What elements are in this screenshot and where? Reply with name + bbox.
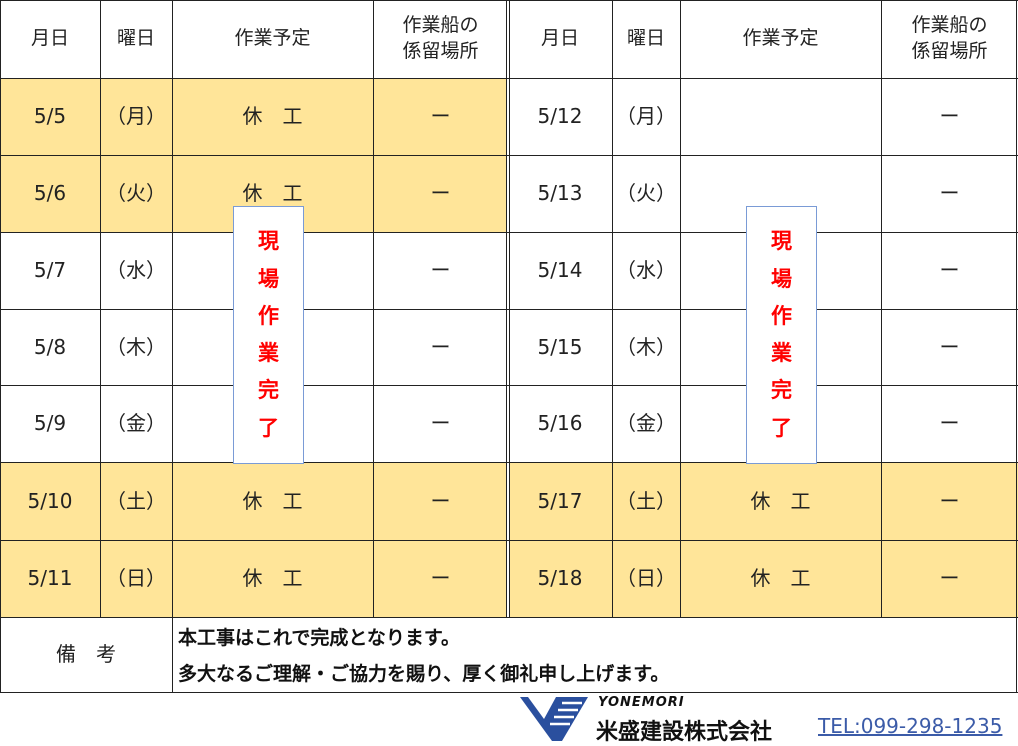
right-weekday-cell: （火） — [616, 181, 676, 205]
left-plan-cell: 休 工 — [172, 78, 373, 155]
right-date-cell: 5/17 — [508, 462, 612, 540]
left-date-cell: 5/5 — [0, 78, 100, 155]
grid-line — [0, 462, 1018, 463]
right-mooring-cell: ー — [939, 258, 960, 282]
left-header-plan: 作業予定 — [234, 27, 311, 50]
right-header-date: 月日 — [540, 27, 579, 50]
right-mooring-cell: ー — [939, 181, 960, 205]
left-plan-cell: 休 工 — [172, 462, 373, 540]
left-weekday-cell: （水） — [106, 258, 166, 282]
right-weekday-cell: （月） — [616, 104, 676, 128]
right-date-cell: 5/13 — [537, 181, 583, 205]
grid-line — [1016, 0, 1017, 617]
left-date-cell: 5/11 — [0, 540, 100, 617]
company-name-jp: 米盛建設株式会社 — [596, 720, 773, 745]
left-mooring-cell: ー — [373, 540, 508, 617]
left-mooring-cell: ー — [373, 155, 508, 232]
grid-line — [0, 78, 1018, 79]
left-header-mooring: 作業船の 係留場所 — [402, 14, 479, 62]
grid-line — [0, 692, 1018, 693]
grid-line — [0, 385, 1018, 386]
grid-line — [0, 155, 1018, 156]
right-header-mooring: 作業船の 係留場所 — [911, 14, 988, 62]
right-date-cell: 5/16 — [537, 411, 583, 435]
right-mooring-cell: ー — [881, 540, 1018, 617]
right-weekday-cell: （土） — [612, 462, 680, 540]
grid-line — [373, 0, 374, 617]
grid-line — [100, 0, 101, 617]
grid-line — [0, 232, 1018, 233]
grid-line — [680, 0, 681, 617]
grid-line — [0, 309, 1018, 310]
yonemori-logo-icon — [520, 697, 588, 741]
left-date-cell: 5/9 — [33, 411, 67, 435]
left-header-date: 月日 — [30, 27, 69, 50]
remarks-line-1: 本工事はこれで完成となります。 — [178, 626, 460, 649]
right-weekday-cell: （金） — [616, 411, 676, 435]
grid-line — [172, 0, 173, 617]
right-weekday-cell: （日） — [612, 540, 680, 617]
right-plan-cell: 休 工 — [680, 540, 881, 617]
grid-line — [0, 617, 1, 692]
left-header-weekday: 曜日 — [116, 27, 155, 50]
left-mooring-cell: ー — [430, 411, 451, 435]
right-header-plan: 作業予定 — [742, 27, 819, 50]
left-weekday-cell: （土） — [100, 462, 172, 540]
left-date-cell: 5/7 — [33, 258, 67, 282]
right-mooring-cell: ー — [939, 411, 960, 435]
right-mooring-cell: ー — [939, 104, 960, 128]
grid-line — [0, 540, 1018, 541]
left-date-cell: 5/6 — [0, 155, 100, 232]
left-mooring-cell: ー — [430, 258, 451, 282]
grid-line — [1016, 617, 1017, 692]
left-plan-cell: 休 工 — [172, 540, 373, 617]
grid-line — [612, 0, 613, 617]
left-date-cell: 5/10 — [0, 462, 100, 540]
right-weekday-cell: （水） — [616, 258, 676, 282]
remarks-line-2: 多大なるご理解・ご協力を賜り、厚く御礼申し上げます。 — [178, 662, 670, 685]
grid-line — [0, 0, 1, 617]
grid-line — [0, 617, 1018, 618]
left-weekday-cell: （月） — [100, 78, 172, 155]
grid-line — [172, 617, 173, 692]
company-name-en: YONEMORI — [598, 695, 685, 710]
left-weekday-cell: （木） — [106, 334, 166, 359]
company-tel-link[interactable]: TEL:099-298-1235 — [818, 714, 1003, 738]
right-work-complete-label: 現場作業完了 — [746, 206, 817, 464]
left-date-cell: 5/8 — [33, 334, 67, 359]
left-work-complete-label: 現場作業完了 — [233, 206, 304, 464]
right-weekday-cell: （木） — [616, 334, 676, 359]
left-weekday-cell: （火） — [100, 155, 172, 232]
right-date-cell: 5/14 — [537, 258, 583, 282]
left-weekday-cell: （金） — [106, 411, 166, 435]
grid-line — [881, 0, 882, 617]
right-date-cell: 5/12 — [537, 104, 583, 128]
right-header-weekday: 曜日 — [626, 27, 665, 50]
right-plan-cell — [680, 78, 881, 155]
right-plan-cell: 休 工 — [680, 462, 881, 540]
right-date-cell: 5/18 — [508, 540, 612, 617]
right-mooring-cell: ー — [939, 334, 960, 359]
remarks-label: 備 考 — [56, 642, 116, 666]
right-date-cell: 5/15 — [537, 334, 583, 359]
left-weekday-cell: （日） — [100, 540, 172, 617]
left-mooring-cell: ー — [373, 78, 508, 155]
double-divider — [506, 0, 510, 617]
right-mooring-cell: ー — [881, 462, 1018, 540]
left-mooring-cell: ー — [430, 334, 451, 359]
left-mooring-cell: ー — [373, 462, 508, 540]
grid-line — [0, 0, 1018, 1]
